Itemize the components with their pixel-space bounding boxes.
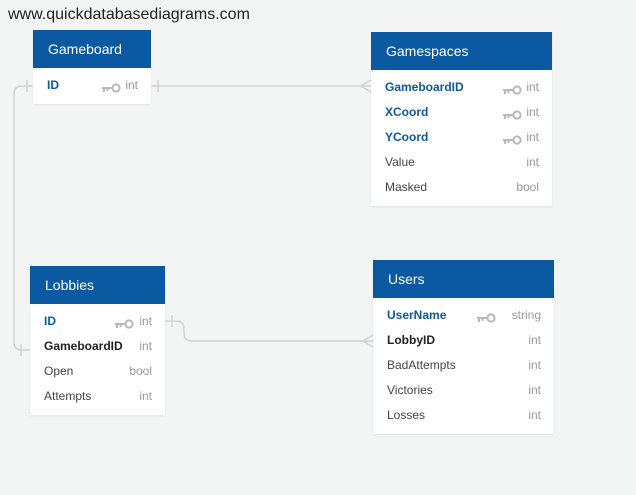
field-list: ID int xyxy=(33,68,151,104)
field-name: Losses xyxy=(387,408,426,422)
field-name: YCoord xyxy=(385,130,429,144)
field-type: int xyxy=(526,105,539,119)
field-type: int xyxy=(526,155,539,169)
field-row[interactable]: UserName string xyxy=(373,303,554,328)
field-row[interactable]: GameboardID int xyxy=(30,334,165,359)
key-icon xyxy=(114,315,134,329)
table-title[interactable]: Gamespaces xyxy=(371,32,552,70)
field-row[interactable]: GameboardID int xyxy=(371,75,552,100)
field-type: int xyxy=(139,314,152,328)
field-type: int xyxy=(526,130,539,144)
field-row[interactable]: YCoord int xyxy=(371,125,552,150)
field-name: LobbyID xyxy=(387,333,435,347)
field-name: Attempts xyxy=(44,389,92,403)
field-row[interactable]: Losses int xyxy=(373,403,554,428)
field-row[interactable]: Victories int xyxy=(373,378,554,403)
field-name: Masked xyxy=(385,180,428,194)
field-row[interactable]: Attempts int xyxy=(30,384,165,409)
field-row[interactable]: Open bool xyxy=(30,359,165,384)
field-row[interactable]: BadAttempts int xyxy=(373,353,554,378)
field-row[interactable]: ID int xyxy=(30,309,165,334)
field-type: int xyxy=(139,339,152,353)
field-name: BadAttempts xyxy=(387,358,456,372)
field-row[interactable]: XCoord int xyxy=(371,100,552,125)
connector-lobbies-users xyxy=(165,320,373,342)
field-row[interactable]: Value int xyxy=(371,150,552,175)
field-name: ID xyxy=(47,78,59,92)
field-name: UserName xyxy=(387,308,447,322)
key-icon xyxy=(502,81,522,95)
field-type: bool xyxy=(129,364,152,378)
field-type: int xyxy=(125,78,138,92)
field-row[interactable]: LobbyID int xyxy=(373,328,554,353)
table-title[interactable]: Gameboard xyxy=(33,30,151,68)
watermark: www.quickdatabasediagrams.com xyxy=(8,6,250,23)
field-type: int xyxy=(528,408,541,422)
key-icon xyxy=(101,79,121,93)
table-title[interactable]: Lobbies xyxy=(30,266,165,304)
field-type: int xyxy=(139,389,152,403)
key-icon xyxy=(502,131,522,145)
field-type: int xyxy=(528,333,541,347)
key-icon xyxy=(502,106,522,120)
key-icon xyxy=(476,309,496,323)
field-type: bool xyxy=(516,180,539,194)
connector-gameboard-lobbies xyxy=(13,85,33,351)
table-gameboard[interactable]: Gameboard ID int xyxy=(33,30,151,104)
field-name: Open xyxy=(44,364,74,378)
field-row[interactable]: ID int xyxy=(33,73,151,98)
field-type: string xyxy=(511,308,541,322)
many-marker-users xyxy=(362,334,374,348)
field-name: Value xyxy=(385,155,415,169)
field-type: int xyxy=(528,383,541,397)
field-type: int xyxy=(528,358,541,372)
field-name: Victories xyxy=(387,383,433,397)
table-title[interactable]: Users xyxy=(373,260,554,298)
field-row[interactable]: Masked bool xyxy=(371,175,552,200)
field-name: ID xyxy=(44,314,56,328)
field-name: XCoord xyxy=(385,105,429,119)
field-type: int xyxy=(526,80,539,94)
field-name: GameboardID xyxy=(44,339,123,353)
many-marker-gamespaces xyxy=(360,79,372,93)
field-name: GameboardID xyxy=(385,80,464,94)
